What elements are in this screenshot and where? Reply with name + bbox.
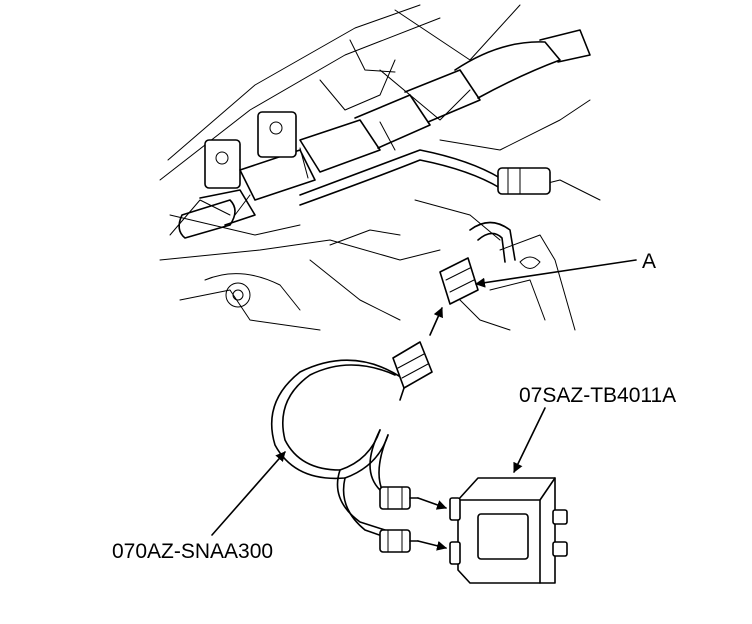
callout-harness: 070AZ-SNAA300 — [112, 540, 273, 563]
test-harness-cable — [270, 359, 406, 539]
callout-a: A — [642, 250, 656, 273]
insertion-arrows — [417, 307, 447, 551]
harness-connector — [392, 341, 433, 401]
wire-harness — [299, 149, 551, 263]
tool-box-illustration — [449, 477, 568, 584]
vehicle-connector-a — [439, 257, 479, 305]
leader-lines — [211, 259, 637, 536]
callout-tool-box: 07SAZ-TB4011A — [519, 384, 676, 407]
test-plugs — [379, 486, 419, 553]
sensor-assembly — [178, 29, 591, 239]
